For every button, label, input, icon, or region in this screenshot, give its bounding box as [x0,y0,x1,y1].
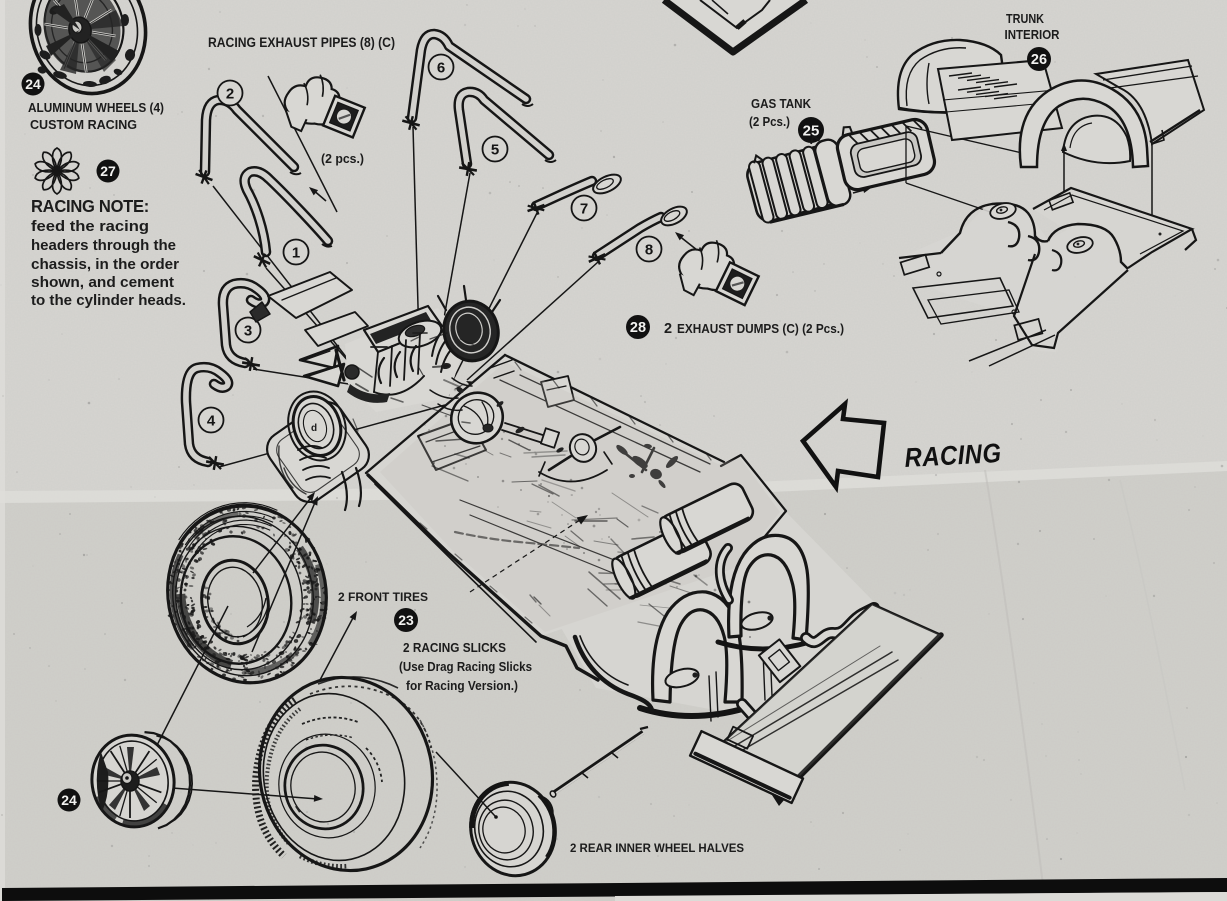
svg-text:RACING EXHAUST PIPES (8) (C): RACING EXHAUST PIPES (8) (C) [208,35,395,50]
svg-text:for Racing Version.): for Racing Version.) [406,679,518,693]
svg-text:7: 7 [580,200,588,217]
svg-text:2 REAR INNER WHEEL HALVES: 2 REAR INNER WHEEL HALVES [570,841,744,855]
svg-text:CUSTOM RACING: CUSTOM RACING [30,117,137,132]
svg-text:5: 5 [491,141,499,158]
svg-text:ALUMINUM WHEELS (4): ALUMINUM WHEELS (4) [28,100,164,115]
svg-text:chassis, in the order: chassis, in the order [31,256,179,273]
svg-text:headers through the: headers through the [31,237,176,254]
svg-text:(2 Pcs.): (2 Pcs.) [749,115,790,129]
svg-text:d: d [311,423,317,434]
svg-text:2: 2 [664,321,672,337]
svg-text:RACING NOTE:: RACING NOTE: [31,196,149,216]
svg-text:3: 3 [244,322,252,339]
svg-text:4: 4 [207,412,216,429]
svg-text:8: 8 [645,241,653,258]
svg-text:24: 24 [61,792,77,808]
svg-text:25: 25 [803,122,820,139]
svg-text:26: 26 [1031,52,1047,68]
svg-text:2 RACING SLICKS: 2 RACING SLICKS [403,641,506,655]
svg-text:2: 2 [226,85,234,102]
svg-text:6: 6 [437,59,445,76]
svg-text:feed the racing: feed the racing [31,218,149,235]
svg-text:GAS TANK: GAS TANK [751,97,811,111]
svg-text:RACING: RACING [904,438,1002,473]
svg-text:27: 27 [100,163,116,179]
svg-text:INTERIOR: INTERIOR [1005,28,1060,42]
svg-text:28: 28 [630,320,646,336]
svg-text:1: 1 [292,244,300,261]
svg-text:EXHAUST DUMPS (C) (2 Pcs.): EXHAUST DUMPS (C) (2 Pcs.) [677,321,844,336]
svg-text:TRUNK: TRUNK [1006,12,1044,26]
svg-text:2 FRONT TIRES: 2 FRONT TIRES [338,590,428,604]
svg-text:(2 pcs.): (2 pcs.) [321,152,364,166]
svg-text:to the cylinder heads.: to the cylinder heads. [31,292,186,309]
svg-text:shown, and cement: shown, and cement [31,274,174,291]
svg-text:(Use Drag Racing Slicks: (Use Drag Racing Slicks [399,660,532,674]
svg-text:23: 23 [398,612,414,628]
svg-text:24: 24 [25,76,41,92]
